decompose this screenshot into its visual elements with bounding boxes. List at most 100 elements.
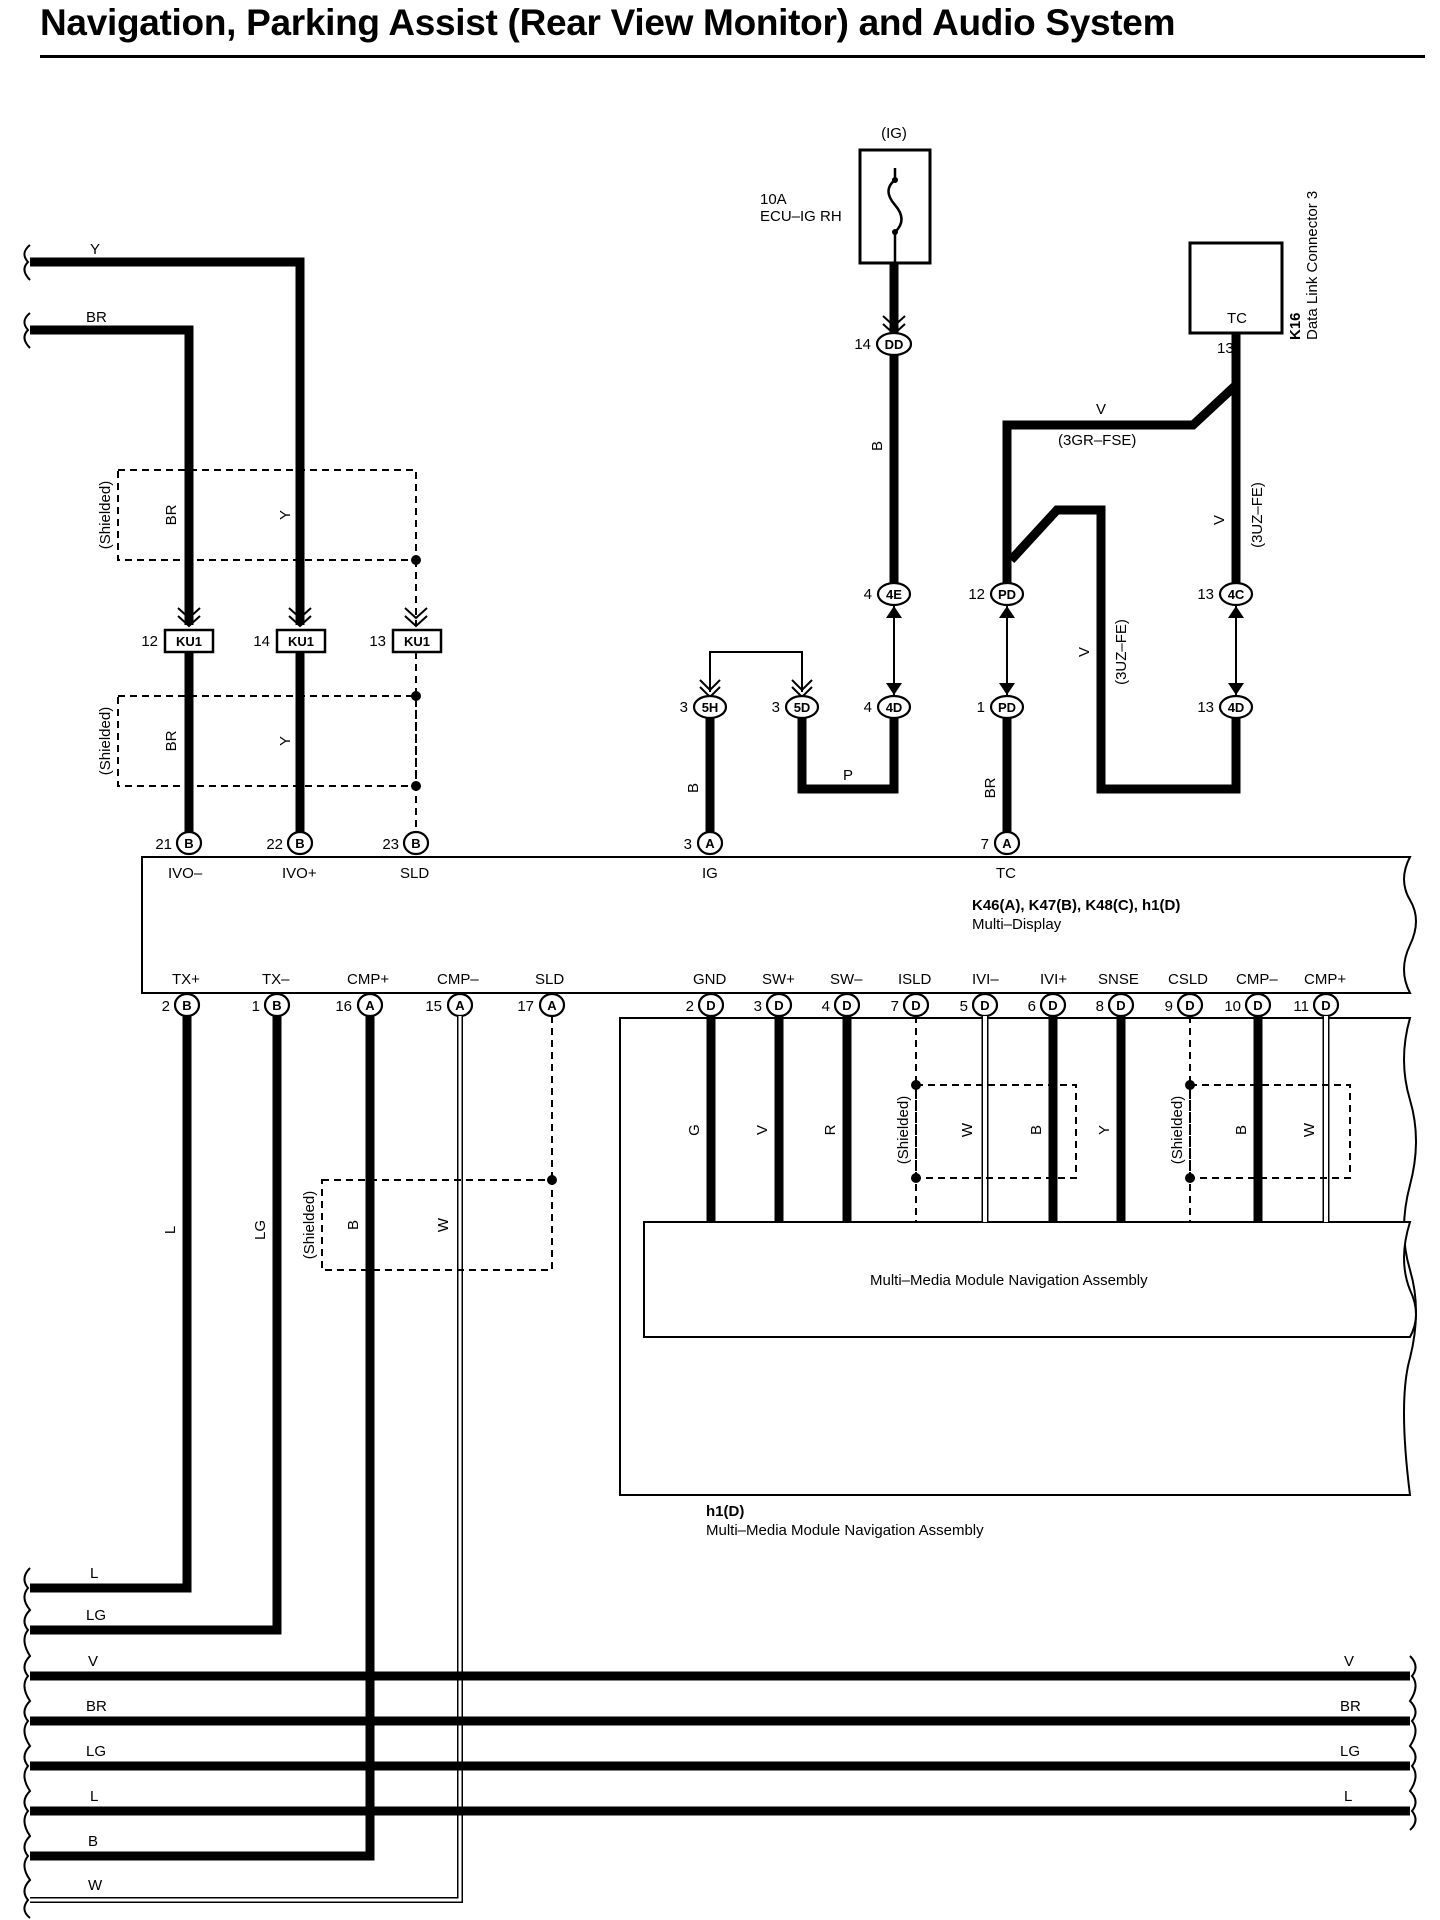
terminal-ivi-plus: IVI+ — [1040, 971, 1067, 988]
pin-b-22-label: B — [295, 836, 304, 851]
pin-no-pd-1: 1 — [977, 699, 985, 716]
wire-p — [797, 718, 899, 794]
pin-no-b-1: 1 — [252, 998, 260, 1015]
pin-d-9-label: D — [1185, 998, 1194, 1013]
wire-label-b-ig-lower: B — [685, 783, 702, 793]
shield-label-lower: (Shielded) — [97, 707, 114, 775]
pin-no-5h: 3 — [680, 699, 688, 716]
shield-node-ivi-a — [911, 1080, 921, 1090]
terminal-ivo-plus: IVO+ — [282, 865, 317, 882]
wire-label-g: G — [686, 1124, 703, 1136]
shield-node-ivi-b — [911, 1173, 921, 1183]
arrow-ku1-12 — [177, 607, 201, 628]
dlc-box — [1188, 241, 1284, 335]
dlc-pin-label: TC — [1227, 310, 1247, 327]
link-5h-5d — [709, 651, 803, 692]
connector-5d-label: 5D — [794, 700, 811, 715]
terminal-sw-minus: SW– — [830, 971, 863, 988]
connector-ku1-13-label: KU1 — [404, 634, 430, 649]
terminal-cmp-minus-a: CMP– — [437, 971, 479, 988]
arrow-pd-down — [999, 683, 1015, 695]
pin-no-4d-tc: 13 — [1197, 699, 1214, 716]
pin-no-23: 23 — [382, 836, 399, 853]
shield-box-lower-left — [117, 695, 417, 787]
pin-no-a-3: 3 — [684, 836, 692, 853]
terminal-ivi-minus: IVI– — [972, 971, 999, 988]
mm-module-inner-name: Multi–Media Module Navigation Assembly — [870, 1272, 1148, 1289]
pin-no-d-2: 2 — [686, 998, 694, 1015]
mm-module-name: Multi–Media Module Navigation Assembly — [706, 1522, 984, 1539]
wire-label-br-shield-lower: BR — [163, 730, 180, 751]
wire-v-3uz-loop — [1007, 505, 1241, 794]
pin-no-a-7: 7 — [981, 836, 989, 853]
arrow-pd-up — [999, 606, 1015, 618]
bus-label-lg-b: LG — [86, 1743, 106, 1760]
wire-b-cmpplus — [30, 1016, 375, 1861]
wire-label-b-cmp: B — [1233, 1125, 1250, 1135]
pin-a-16-label: A — [365, 998, 375, 1013]
terminal-tx-plus: TX+ — [172, 971, 200, 988]
pin-no-b-2: 2 — [162, 998, 170, 1015]
pin-no-5d: 3 — [772, 699, 780, 716]
pin-b-23-label: B — [411, 836, 420, 851]
terminal-cmp-minus-d: CMP– — [1236, 971, 1278, 988]
shield-node-lower-a — [411, 691, 421, 701]
wire-label-r: R — [822, 1124, 839, 1135]
terminal-ivo-minus: IVO– — [168, 865, 203, 882]
dlc-pin-no: 13 — [1217, 340, 1234, 357]
terminal-sw-plus: SW+ — [762, 971, 795, 988]
d-pins: D 2 D 3 D 4 D 7 D 5 D 6 D 8 D 9 D 10 D 1… — [686, 992, 1340, 1018]
dlc-ref: K16 — [1287, 312, 1304, 340]
shield-node-cmp-b — [1185, 1173, 1195, 1183]
terminal-tx-minus: TX– — [262, 971, 290, 988]
pin-no-d-7: 7 — [891, 998, 899, 1015]
wire-label-b-ivi: B — [1028, 1125, 1045, 1135]
connector-ku1-12-label: KU1 — [176, 634, 202, 649]
arrow-4c-up — [1228, 606, 1244, 618]
arrow-4e-up — [886, 606, 902, 618]
pin-no-21: 21 — [155, 836, 172, 853]
wire-br-top — [30, 325, 194, 625]
pin-no-a-16: 16 — [335, 998, 352, 1015]
pin-no-d-5: 5 — [960, 998, 968, 1015]
shield-node-cmp-a-top — [547, 1175, 557, 1185]
wire-label-p: P — [843, 767, 853, 784]
pin-b-21-label: B — [184, 836, 193, 851]
pin-b-21 — [175, 830, 203, 856]
pin-b-1-label: B — [272, 998, 281, 1013]
bus-label-right-v: V — [1344, 1653, 1354, 1670]
terminal-ig: IG — [702, 865, 718, 882]
harness-break-br — [23, 312, 31, 349]
bus-label-l-b: L — [90, 1788, 98, 1805]
variant-3uz-loop: (3UZ–FE) — [1113, 619, 1130, 685]
pin-d-4-label: D — [842, 998, 851, 1013]
shield-label-cmp: (Shielded) — [1169, 1096, 1186, 1164]
shield-label-upper: (Shielded) — [97, 481, 114, 549]
harness-break-y — [23, 244, 31, 281]
wire-label-w-ivi: W — [959, 1122, 976, 1137]
connector-ku1-14-label: KU1 — [288, 634, 314, 649]
arrow-ku1-14 — [288, 607, 312, 628]
arrow-4d-down — [886, 683, 902, 695]
terminal-cmp-plus-a: CMP+ — [347, 971, 389, 988]
wire-y-top — [30, 257, 305, 625]
pin-no-d-10: 10 — [1224, 998, 1241, 1015]
pin-a-7 — [993, 830, 1021, 856]
fuse-rail-label: (IG) — [881, 125, 907, 142]
pin-no-d-9: 9 — [1165, 998, 1173, 1015]
harness-break-right-bottom — [1408, 1655, 1417, 1831]
bus-label-br: BR — [86, 1698, 107, 1715]
pin-b-22 — [286, 830, 314, 856]
pin-b-2-label: B — [182, 998, 191, 1013]
pin-d-11-label: D — [1321, 998, 1330, 1013]
shield-node-upper — [411, 555, 421, 565]
wire-lg-txminus — [30, 1016, 282, 1635]
pin-no-d-3: 3 — [754, 998, 762, 1015]
pin-no-d-6: 6 — [1028, 998, 1036, 1015]
pin-d-10-label: D — [1253, 998, 1262, 1013]
pin-a-17-label: A — [547, 998, 557, 1013]
shield-box-ivi — [915, 1084, 1077, 1179]
fuse-terminal-top — [892, 177, 898, 183]
bus-label-l: L — [90, 1565, 98, 1582]
